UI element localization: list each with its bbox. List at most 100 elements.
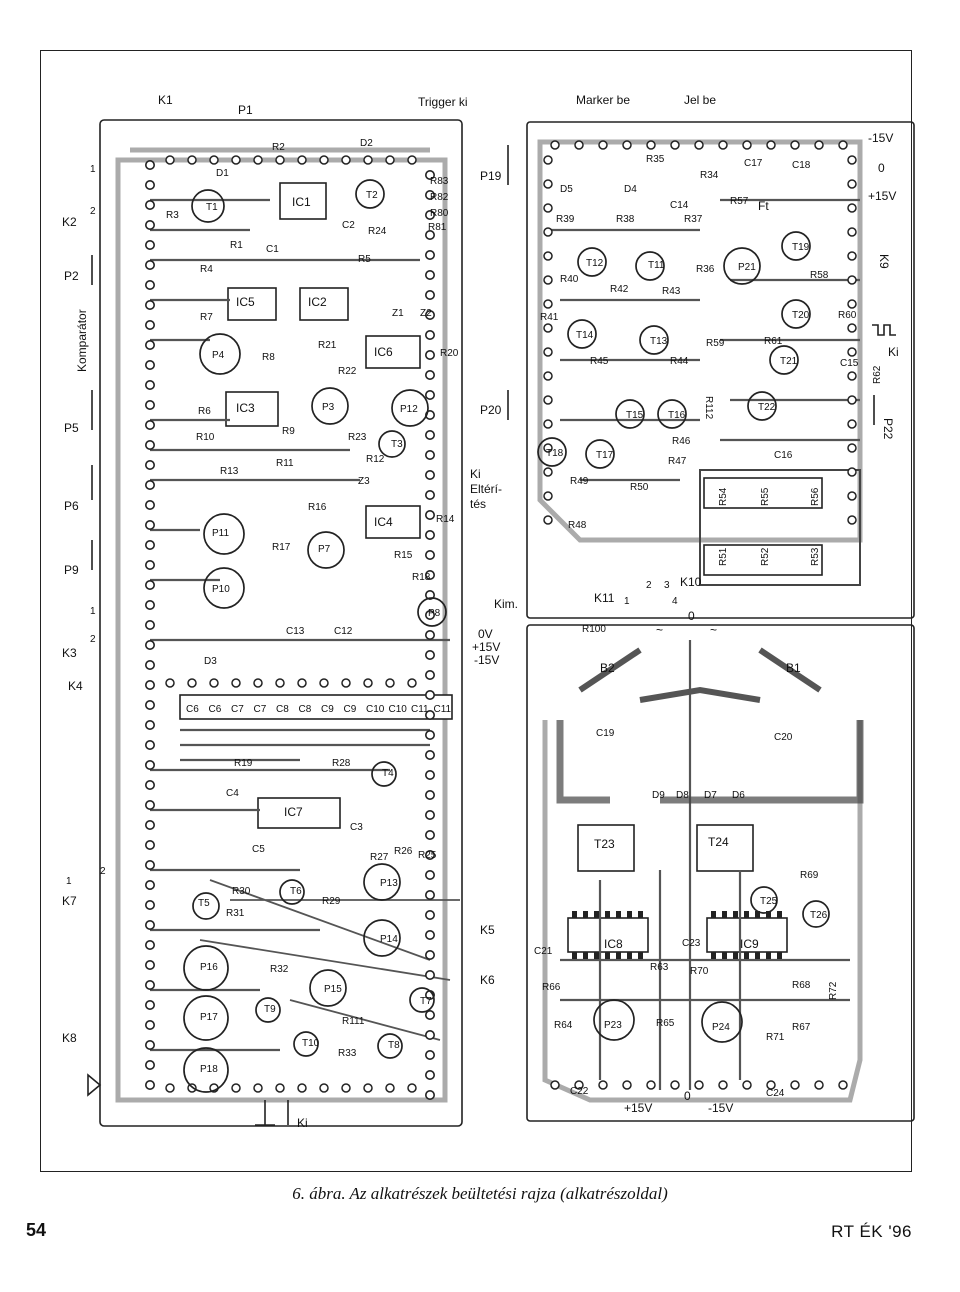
solder-pad	[145, 379, 156, 390]
solder-pad	[543, 515, 553, 525]
k10-pos-4: 4	[672, 596, 678, 607]
r63-label: R63	[650, 962, 669, 973]
ic-pin	[627, 952, 632, 959]
r100-label: R100	[582, 624, 606, 635]
solder-pad	[424, 230, 435, 241]
solder-pad	[424, 250, 435, 261]
solder-pad	[670, 1080, 680, 1090]
r60-label: R60	[838, 310, 857, 321]
r59-label: R59	[706, 338, 725, 349]
solder-pad	[145, 180, 156, 191]
supply-0-right: 0	[878, 161, 885, 175]
ic-pin	[744, 952, 749, 959]
solder-pad	[145, 160, 156, 171]
r7-label: R7	[200, 312, 213, 323]
r55-label: R55	[760, 487, 771, 506]
c16-label: C16	[774, 450, 793, 461]
solder-pad	[424, 869, 435, 880]
d7-label: D7	[704, 790, 717, 801]
ic-pin	[744, 911, 749, 918]
r52-label: R52	[760, 547, 771, 566]
ic-pin	[616, 952, 621, 959]
p3-label: P3	[322, 402, 335, 413]
r53-label: R53	[810, 547, 821, 566]
supply-plus15: +15V	[472, 640, 500, 654]
switch-k1: K1	[158, 93, 173, 107]
bridge-b1: B1	[786, 661, 801, 675]
trimmer-outline	[183, 945, 229, 991]
cap-row-label: C10	[366, 704, 385, 715]
d5-label: D5	[560, 184, 573, 195]
solder-pad	[814, 1080, 824, 1090]
transistor-outline	[191, 189, 225, 223]
ic-pin	[627, 911, 632, 918]
solder-pad	[231, 1083, 241, 1093]
supply-0v: 0V	[478, 627, 493, 641]
ic-pin	[722, 911, 727, 918]
t20-label: T20	[792, 310, 810, 321]
marker-label: Marker be	[576, 93, 630, 107]
solder-pad	[424, 589, 435, 600]
supply-plus15-right: +15V	[868, 189, 896, 203]
solder-pad	[424, 809, 435, 820]
solder-pad	[145, 1080, 156, 1091]
r57-label: R57	[730, 196, 749, 207]
switch-k3: K3	[62, 646, 77, 660]
r46-label: R46	[672, 436, 691, 447]
solder-pad	[424, 289, 435, 300]
t18-label: T18	[546, 448, 564, 459]
solder-pad	[145, 599, 156, 610]
r80-label: R80	[430, 208, 449, 219]
transistor-outline	[577, 247, 607, 277]
solder-pad	[694, 1080, 704, 1090]
solder-pad	[145, 1040, 156, 1051]
t16-label: T16	[668, 410, 686, 421]
solder-pad	[424, 769, 435, 780]
solder-pad	[543, 443, 553, 453]
solder-pad	[424, 889, 435, 900]
t17-label: T17	[596, 450, 614, 461]
r20-label: R20	[440, 348, 459, 359]
c12-label: C12	[334, 626, 353, 637]
r19-label: R19	[234, 758, 253, 769]
r25-label: R25	[418, 850, 437, 861]
solder-pad	[543, 251, 553, 261]
p16-label: P16	[200, 962, 218, 973]
r66-label: R66	[542, 982, 561, 993]
ic-pin	[766, 911, 771, 918]
solder-pad	[275, 1083, 285, 1093]
r15-label: R15	[394, 550, 413, 561]
r43-label: R43	[662, 286, 681, 297]
r68-label: R68	[792, 980, 811, 991]
r1-label: R1	[230, 240, 243, 251]
z2-label: Z2	[420, 308, 432, 319]
pot-p9: P9	[64, 563, 79, 577]
cap-row-label: C9	[321, 704, 334, 715]
transistor-outline	[355, 179, 385, 209]
solder-pad	[145, 939, 156, 950]
solder-pad	[424, 429, 435, 440]
trimmer-outline	[701, 1001, 743, 1043]
solder-pad	[790, 1080, 800, 1090]
bridge-b2: B2	[600, 661, 615, 675]
solder-pad	[341, 155, 351, 165]
c4-label: C4	[226, 788, 239, 799]
solder-pad	[622, 1080, 632, 1090]
switch-k7: K7	[62, 894, 77, 908]
transistor-outline	[567, 319, 597, 349]
switch-k2: K2	[62, 215, 77, 229]
solder-pad	[718, 1080, 728, 1090]
deviation-label-1: Eltérí-	[470, 482, 502, 496]
r9-label: R9	[282, 426, 295, 437]
trimmer-outline	[363, 863, 401, 901]
r111-label: R111	[342, 1016, 365, 1027]
c1-label: C1	[266, 244, 279, 255]
ac-left: ~	[656, 623, 663, 637]
power-minus15: -15V	[708, 1101, 733, 1115]
trimmer-outline	[723, 247, 761, 285]
transistor-outline	[657, 399, 687, 429]
solder-pad	[424, 210, 435, 221]
out-tuning-label: Ki	[470, 467, 481, 481]
cap-row-label: C6	[186, 704, 199, 715]
p13-label: P13	[380, 878, 398, 889]
